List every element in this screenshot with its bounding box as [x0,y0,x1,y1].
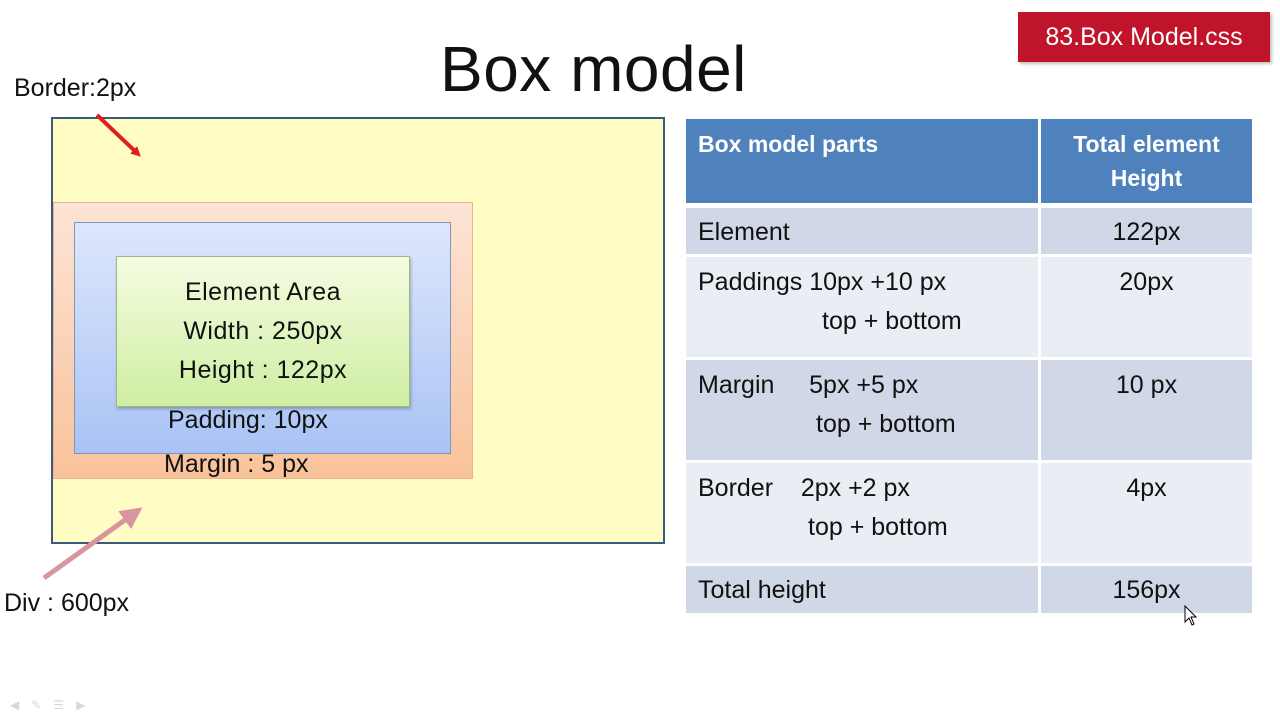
part-line-2: top + bottom [808,513,948,541]
pen-icon[interactable]: ✎ [31,698,42,712]
border-label: Border:2px [14,74,137,102]
element-width-line: Width : 250px [183,317,343,345]
value-cell: 122px [1039,205,1252,257]
table-row-border: Border 2px +2 px top + bottom 4px [686,461,1252,566]
table-row-element: Element 122px [686,205,1252,257]
value-cell: 4px [1039,461,1252,566]
padding-label: Padding: 10px [168,406,328,434]
slideshow-toolbar[interactable]: ◀ ✎ ☰ ▶ [10,698,85,712]
mouse-pointer-icon [1184,605,1198,626]
part-line-2: top + bottom [822,307,962,335]
margin-label: Margin : 5 px [164,450,309,478]
div-arrow-icon [42,507,143,581]
value-cell: 156px [1039,564,1252,616]
part-line-1: Border 2px +2 px [698,474,910,502]
value-cell: 20px [1039,255,1252,360]
part-cell: Paddings 10px +10 px top + bottom [686,255,1041,360]
header-total-height: Total element Height [1039,119,1252,208]
back-icon[interactable]: ◀ [10,698,20,712]
element-area-box: Element Area Width : 250px Height : 122p… [116,256,410,407]
header-parts: Box model parts [686,119,1041,208]
slide-title: Box model [440,33,747,105]
menu-icon[interactable]: ☰ [53,698,65,712]
element-height-line: Height : 122px [178,356,348,384]
part-cell: Border 2px +2 px top + bottom [686,461,1041,566]
border-arrow-icon [95,113,141,157]
forward-icon[interactable]: ▶ [76,698,86,712]
part-cell: Element [686,205,1041,257]
div-label: Div : 600px [4,589,130,617]
part-cell: Margin 5px +5 px top + bottom [686,358,1041,463]
part-cell: Total height [686,564,1041,616]
element-area-line: Element Area [184,278,342,306]
box-model-table: Box model parts Total element Height Ele… [686,119,1252,616]
table-row-paddings: Paddings 10px +10 px top + bottom 20px [686,255,1252,360]
part-line-1: Margin 5px +5 px [698,371,919,399]
table-header-row: Box model parts Total element Height [686,119,1252,208]
table-row-margin: Margin 5px +5 px top + bottom 10 px [686,358,1252,463]
table-row-total: Total height 156px [686,564,1252,616]
lesson-badge: 83.Box Model.css [1018,12,1270,62]
value-cell: 10 px [1039,358,1252,463]
part-line-1: Paddings 10px +10 px [698,268,947,296]
part-line-2: top + bottom [816,410,956,438]
